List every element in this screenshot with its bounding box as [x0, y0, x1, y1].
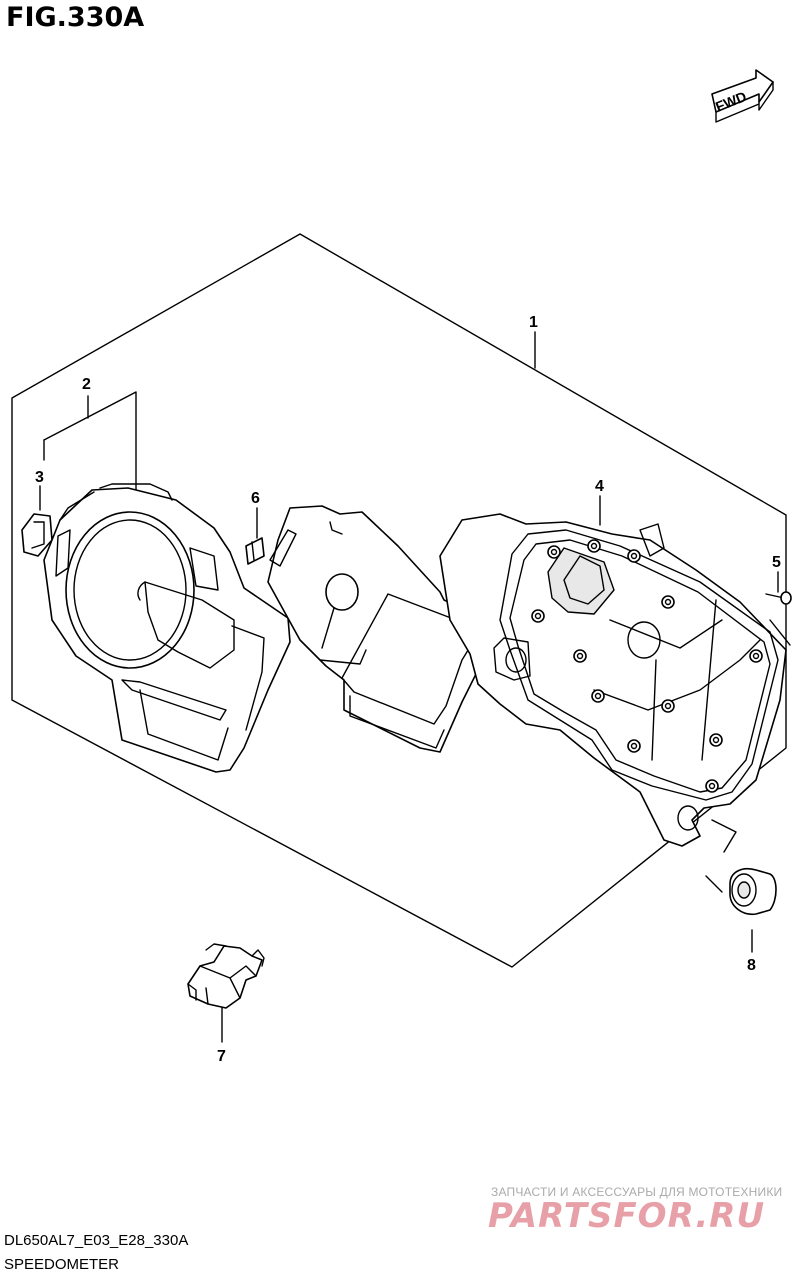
watermark-brand: PARTSFOR.RU: [488, 1196, 766, 1236]
leader-lines: [39, 331, 791, 1043]
part-6-pin: [245, 537, 265, 565]
diagram-code: DL650AL7_E03_E28_330A: [4, 1232, 189, 1249]
callout-8: 8: [747, 957, 756, 974]
part-4-meter-case: [439, 513, 787, 847]
assembly-boundary: [11, 233, 787, 968]
watermark-subtitle: ЗАПЧАСТИ И АКСЕССУАРЫ ДЛЯ МОТОТЕХНИКИ: [491, 1185, 783, 1199]
part-8-grommet: [729, 868, 777, 916]
fwd-arrow-icon: FWD: [711, 69, 774, 123]
diagram-name: SPEEDOMETER: [4, 1256, 120, 1273]
callout-5: 5: [772, 554, 781, 571]
part-3-clip: [21, 513, 53, 557]
callout-3: 3: [35, 469, 44, 486]
callout-7: 7: [217, 1048, 226, 1065]
callout-1: 1: [529, 314, 538, 331]
part-7-connector: [187, 943, 265, 1009]
callout-6: 6: [251, 490, 260, 507]
callout-4: 4: [595, 478, 604, 495]
callout-labels: 1 2 3 4 5 6 7 8: [35, 314, 781, 1065]
part-2-meter-cover: [43, 483, 291, 773]
figure-title: FIG.330A: [6, 2, 145, 33]
part-5-screw: [765, 591, 792, 605]
callout-2: 2: [82, 376, 91, 393]
